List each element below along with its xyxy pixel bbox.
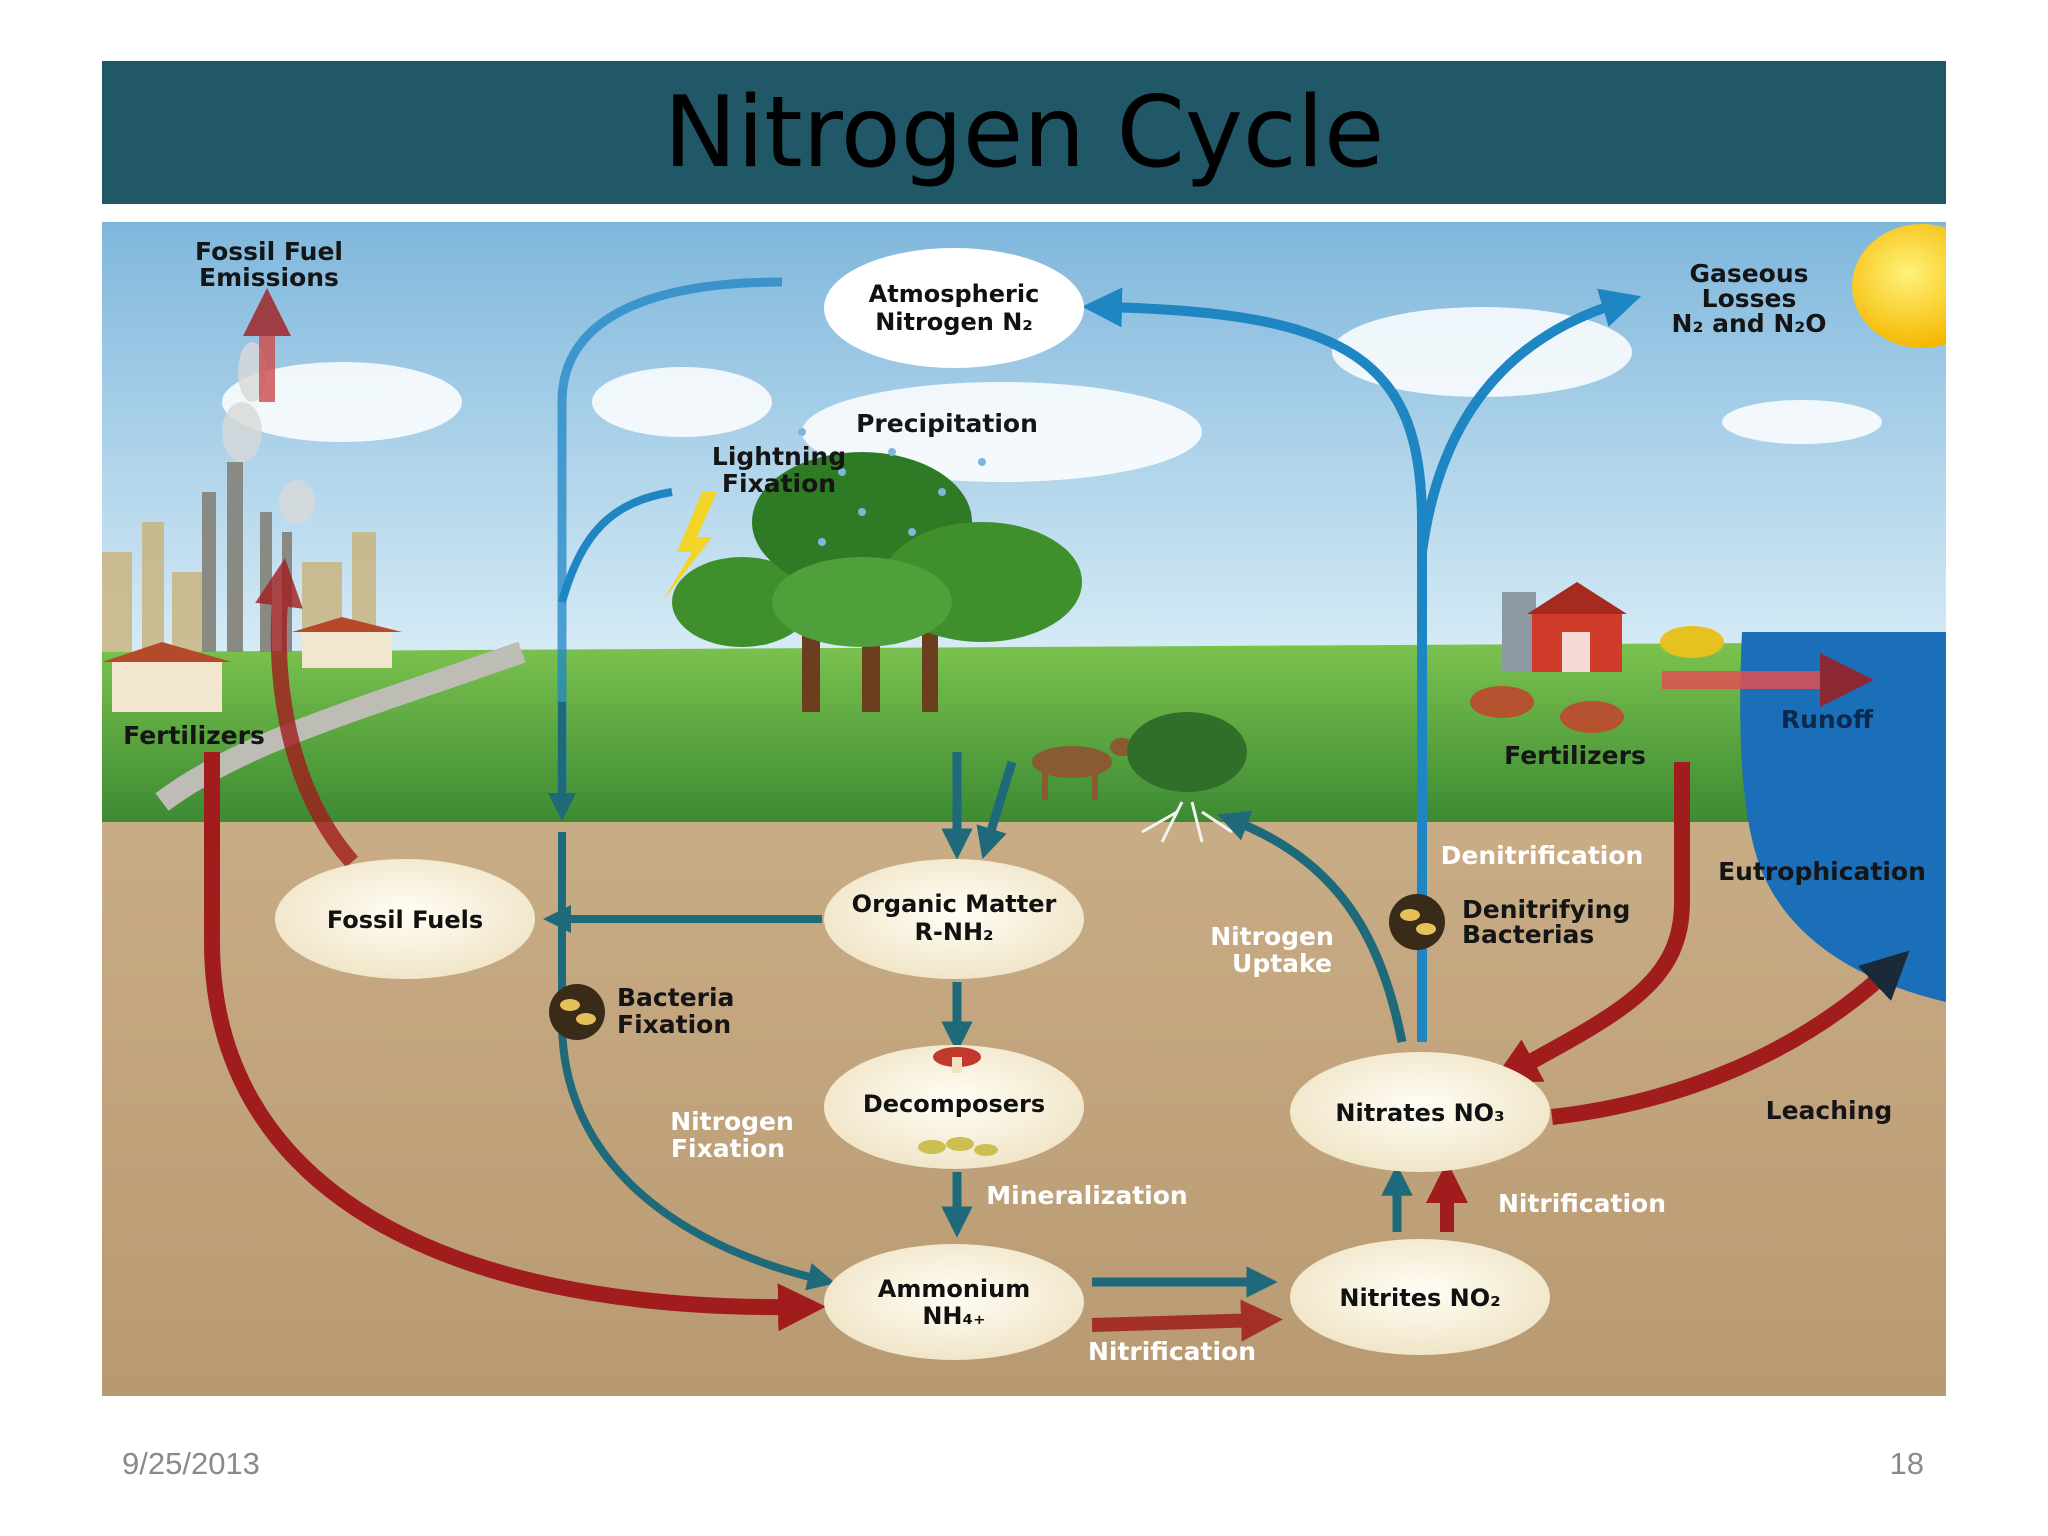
rain-drops [798, 428, 986, 546]
cows [1470, 686, 1624, 733]
water-body [1740, 632, 1946, 1002]
tree [672, 452, 1082, 712]
slide-title: Nitrogen Cycle [663, 75, 1385, 190]
nitrification-right-label: Nitrification [1498, 1189, 1666, 1218]
arrow-ammonium-to-nitrites-red [1091, 1299, 1283, 1342]
nitrification-bottom-label: Nitrification [1088, 1337, 1256, 1366]
bacteria-fixation-2: Fixation [617, 1010, 731, 1039]
denitrification-label: Denitrification [1441, 841, 1644, 870]
footer-date: 9/25/2013 [122, 1446, 260, 1481]
organic-matter-label-1: Organic Matter [852, 890, 1057, 918]
fossil-fuel-emissions-1: Fossil Fuel [195, 237, 343, 266]
gaseous-losses-3: N₂ and N₂O [1672, 309, 1827, 338]
grass [102, 642, 1946, 822]
lightning-fixation-2: Fixation [722, 469, 836, 498]
bacteria-icon-right [1389, 894, 1445, 950]
nitrogen-fixation-1: Nitrogen [670, 1107, 794, 1136]
arrow-leaching [1551, 950, 1910, 1125]
node-ammonium [824, 1244, 1084, 1360]
road [155, 641, 526, 811]
deer [1032, 738, 1134, 800]
node-decomposers [824, 1045, 1084, 1169]
nitrogen-uptake-2: Uptake [1232, 949, 1332, 978]
arrow-tree-to-organic-2 [976, 760, 1017, 860]
fertilizers-left-label: Fertilizers [123, 721, 265, 750]
shrub [1127, 712, 1247, 792]
mineralization-label: Mineralization [986, 1181, 1187, 1210]
arrow-lightning-curve [558, 488, 673, 604]
organic-matter-label-2: R-NH₂ [914, 918, 993, 946]
mushroom-icon [933, 1047, 981, 1073]
denitrifying-bacterias-1: Denitrifying [1462, 895, 1630, 924]
bacteria-icon-left [549, 984, 605, 1040]
microbe-cluster-icon [918, 1137, 998, 1156]
lightning-fixation-1: Lightning [712, 442, 846, 471]
nitrogen-uptake-1: Nitrogen [1210, 922, 1334, 951]
arrow-fossil-fuels-to-emissions [255, 558, 359, 868]
ammonium-label-1: Ammonium [878, 1275, 1030, 1303]
gaseous-losses-1: Gaseous [1689, 259, 1808, 288]
decomposers-label: Decomposers [863, 1090, 1045, 1118]
node-atmospheric [824, 248, 1084, 368]
nitrites-label: Nitrites NO₂ [1339, 1284, 1500, 1312]
roots [1141, 801, 1233, 843]
footer-page-number: 18 [1889, 1446, 1924, 1481]
node-fossil-fuels [275, 859, 535, 979]
fossil-fuels-label: Fossil Fuels [327, 906, 483, 934]
lightning-bolt [662, 492, 717, 602]
atmospheric-label-2: Nitrogen N₂ [875, 308, 1033, 336]
eutrophication-label: Eutrophication [1718, 857, 1926, 886]
node-organic-matter [824, 859, 1084, 979]
title-bar: Nitrogen Cycle [102, 61, 1946, 204]
fertilizers-right-label: Fertilizers [1504, 741, 1646, 770]
arrow-to-gaseous-losses [1417, 288, 1642, 553]
arrow-to-atmosphere-left [557, 277, 783, 802]
farm [1502, 582, 1724, 672]
atmospheric-label-1: Atmospheric [869, 280, 1040, 308]
arrow-fertilizer-to-ammonium [204, 752, 826, 1332]
sun [1852, 224, 1946, 348]
leaching-label: Leaching [1766, 1096, 1893, 1125]
fossil-fuel-emissions-2: Emissions [199, 263, 339, 292]
houses [102, 617, 402, 712]
bacteria-fixation-1: Bacteria [617, 983, 734, 1012]
arrow-nitrogen-uptake [1217, 810, 1407, 1043]
node-nitrites [1290, 1239, 1550, 1355]
nitrogen-fixation-2: Fixation [671, 1134, 785, 1163]
nitrates-label: Nitrates NO₃ [1335, 1099, 1504, 1127]
gaseous-losses-2: Losses [1702, 284, 1797, 313]
ammonium-label-2: NH₄₊ [922, 1302, 985, 1330]
runoff-label: Runoff [1781, 705, 1874, 734]
arrow-fertilizer-to-nitrates [1490, 762, 1690, 1084]
arrow-denitrification-to-atmosphere [1082, 287, 1427, 1042]
denitrifying-bacterias-2: Bacterias [1462, 920, 1594, 949]
nitrogen-cycle-diagram: Atmospheric Nitrogen N₂ Fossil Fuels Org… [102, 222, 1946, 1396]
node-nitrates [1290, 1052, 1550, 1172]
precipitation-label: Precipitation [856, 409, 1038, 438]
arrow-nitrogen-fixation [558, 832, 836, 1291]
